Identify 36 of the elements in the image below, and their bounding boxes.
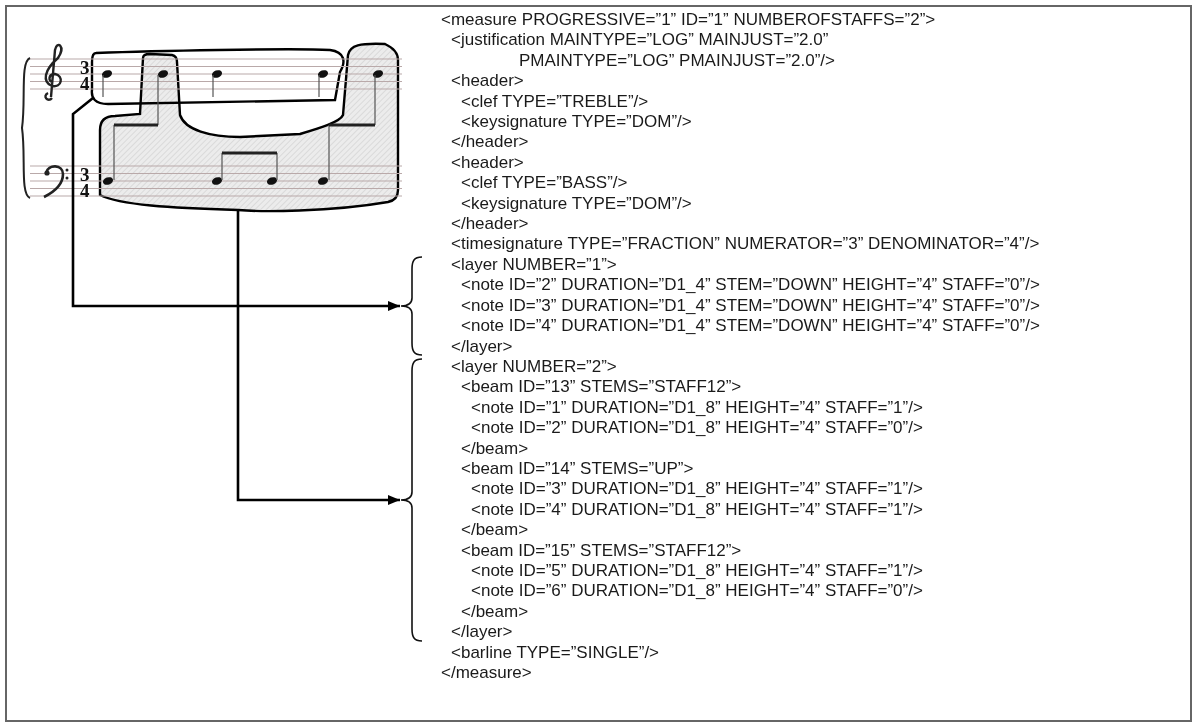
code-line: <beam ID=”14” STEMS=”UP”> bbox=[461, 458, 694, 480]
code-line: </layer> bbox=[451, 336, 513, 357]
highlight-outline bbox=[90, 48, 345, 106]
code-line: </beam> bbox=[461, 438, 529, 459]
code-line: <note ID=”4” DURATION=”D1_8” HEIGHT=”4” STAFF=”1”/> bbox=[471, 499, 923, 521]
code-line: <clef TYPE=”TREBLE”/> bbox=[461, 91, 649, 113]
code-line: <beam ID=”15” STEMS=”STAFF12”> bbox=[461, 540, 742, 561]
code-line: <header> bbox=[451, 71, 524, 92]
code-line: <note ID=”1” DURATION=”D1_8” HEIGHT=”4” STAFF=”1”/> bbox=[471, 397, 923, 419]
code-line: <beam ID=”13” STEMS=”STAFF12”> bbox=[461, 377, 742, 398]
code-line: <justification MAINTYPE=”LOG” MAINJUST=”2.0” PMAINTYPE=”LOG” PMAINJUST=”2.0”/> bbox=[451, 30, 836, 72]
code-line: <keysignature TYPE=”DOM”/> bbox=[461, 193, 692, 215]
code-line: <note ID=”6” DURATION=”D1_8” HEIGHT=”4” STAFF=”0”/> bbox=[471, 581, 923, 602]
code-line: <note ID=”3” DURATION=”D1_8” HEIGHT=”4” STAFF=”1”/> bbox=[471, 479, 923, 500]
code-line: <note ID=”2” DURATION=”D1_8” HEIGHT=”4” STAFF=”0”/> bbox=[471, 418, 923, 439]
code-line: <layer NUMBER=”1”> bbox=[451, 254, 617, 276]
code-line: <note ID=”4” DURATION=”D1_4” STEM=”DOWN” HEIGHT=”4” STAFF=”0”/> bbox=[461, 316, 1040, 337]
code-line: <keysignature TYPE=”DOM”/> bbox=[461, 112, 692, 133]
code-line: <clef TYPE=”BASS”/> bbox=[461, 173, 628, 194]
code-line: <note ID=”3” DURATION=”D1_4” STEM=”DOWN” HEIGHT=”4” STAFF=”0”/> bbox=[461, 295, 1040, 317]
code-line: <timesignature TYPE=”FRACTION” NUMERATOR=”3” DENOMINATOR=”4”/> bbox=[451, 234, 1040, 255]
code-line: </measure> bbox=[441, 663, 532, 684]
arrow bbox=[71, 97, 400, 311]
code-line: <note ID=”5” DURATION=”D1_8” HEIGHT=”4” STAFF=”1”/> bbox=[471, 560, 923, 582]
code-line: <header> bbox=[451, 152, 524, 174]
code-line: <layer NUMBER=”2”> bbox=[451, 356, 617, 378]
code-line: </header> bbox=[451, 214, 529, 235]
code-line: <note ID=”2” DURATION=”D1_4” STEM=”DOWN” HEIGHT=”4” STAFF=”0”/> bbox=[461, 275, 1040, 296]
code-line: </beam> bbox=[461, 520, 529, 541]
code-line: </layer> bbox=[451, 622, 513, 643]
code-line: <barline TYPE=”SINGLE”/> bbox=[451, 642, 660, 663]
arrow bbox=[236, 210, 400, 505]
highlight-outline bbox=[98, 42, 400, 213]
code-line: <measure PROGRESSIVE=”1” ID=”1” NUMBEROFSTAFFS=”2”> bbox=[441, 10, 936, 31]
code-line: </beam> bbox=[461, 601, 529, 623]
code-line: </header> bbox=[451, 132, 529, 153]
